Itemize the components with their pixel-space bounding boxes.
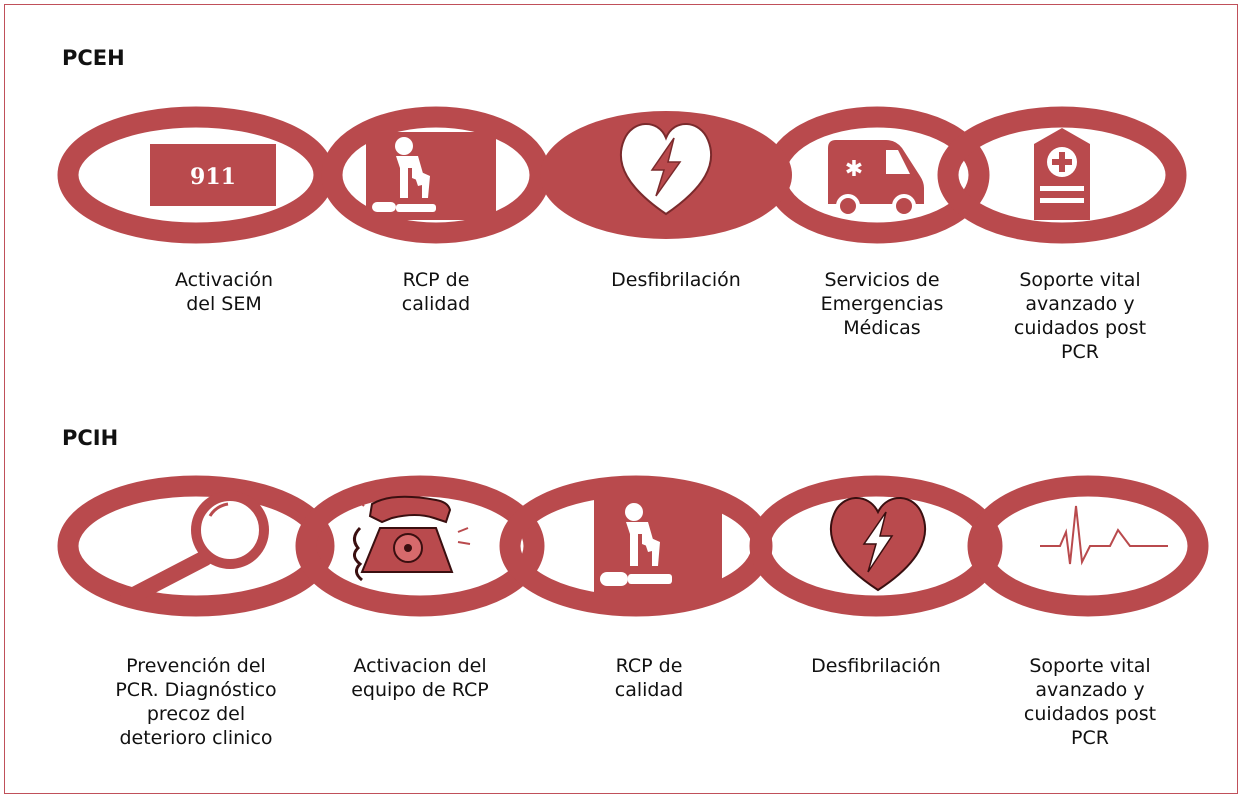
pcih-link-5 xyxy=(967,475,1209,617)
pceh-label-3: Desfibrilación xyxy=(611,269,741,291)
pcih-label-2: Activacion del equipo de RCP xyxy=(351,655,489,701)
pcih-label-1: Prevención del PCR. Diagnóstico precoz d… xyxy=(115,655,277,749)
pceh-label-4: Servicios de Emergencias Médicas xyxy=(820,269,944,339)
pceh-chain: 911 ✱ xyxy=(57,106,1187,244)
pceh-label-1: Activación del SEM xyxy=(174,269,274,315)
pceh-title: PCEH xyxy=(62,46,125,70)
pcih-chain xyxy=(57,475,1209,617)
pcih-label-4: Desfibrilación xyxy=(811,655,941,677)
pcih-link-4 xyxy=(749,475,1003,617)
cpr-icon xyxy=(366,132,496,220)
pcih-label-3: RCP de calidad xyxy=(614,655,684,701)
badge-911-text: 911 xyxy=(190,164,236,190)
hospital-icon xyxy=(1034,128,1090,220)
pceh-label-2: RCP de calidad xyxy=(401,269,471,315)
ecg-trace-icon xyxy=(1040,505,1168,566)
pceh-label-5: Soporte vital avanzado y cuidados post P… xyxy=(1013,269,1147,363)
red-telephone-icon xyxy=(353,495,471,582)
svg-text:✱: ✱ xyxy=(845,157,863,182)
pcih-title: PCIH xyxy=(62,426,119,450)
ambulance-icon: ✱ xyxy=(828,140,924,218)
pcih-link-2 xyxy=(295,475,545,617)
cpr-icon xyxy=(594,496,722,596)
magnifier-icon xyxy=(120,491,269,606)
pcih-link-1 xyxy=(57,475,335,617)
phone-911-icon: 911 xyxy=(150,144,276,206)
figure-frame xyxy=(4,4,1238,794)
heart-defibrillator-icon xyxy=(619,123,713,216)
pcih-label-5: Soporte vital avanzado y cuidados post P… xyxy=(1023,655,1157,749)
pceh-link-5 xyxy=(937,106,1187,244)
heart-defibrillator-icon xyxy=(829,497,927,592)
